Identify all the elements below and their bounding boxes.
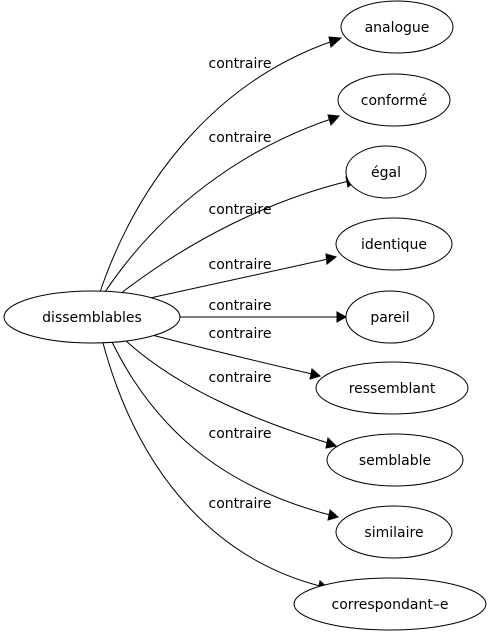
edge-label: contraire <box>209 202 272 218</box>
edge-identique: contraire <box>149 253 338 299</box>
edge-analogue: contraire <box>99 36 343 293</box>
node-label: analogue <box>365 20 430 36</box>
node-label: égal <box>371 165 401 181</box>
node-label: similaire <box>364 525 423 541</box>
node-label: pareil <box>370 310 409 326</box>
edge-label: contraire <box>209 298 272 314</box>
edge-label: contraire <box>209 426 272 442</box>
edge-ressemblant: contraire <box>151 326 322 380</box>
edge-label: contraire <box>209 326 272 342</box>
edge-label: contraire <box>209 257 272 273</box>
node-ressemblant: ressemblant <box>315 361 469 415</box>
edge-similaire: contraire <box>111 341 340 521</box>
edges: contraire contraire contraire contraire … <box>99 36 359 592</box>
node-label: ressemblant <box>349 381 436 397</box>
node-conforme: conformé <box>337 73 451 127</box>
node-label: conformé <box>361 93 427 109</box>
node-egal: égal <box>345 145 427 199</box>
edge-label: contraire <box>209 56 272 72</box>
edge-conforme: contraire <box>104 114 341 293</box>
edge-egal: contraire <box>119 176 359 295</box>
node-analogue: analogue <box>340 0 454 54</box>
node-correspondant-e: correspondant–e <box>293 577 487 631</box>
edge-semblable: contraire <box>124 339 338 449</box>
source-node: dissemblables <box>3 290 181 344</box>
edge-label: contraire <box>209 496 272 512</box>
node-identique: identique <box>335 217 453 271</box>
node-label: semblable <box>359 453 431 469</box>
edge-pareil: contraire <box>180 298 348 323</box>
node-label: identique <box>361 237 427 253</box>
node-pareil: pareil <box>345 290 435 344</box>
edge-label: contraire <box>209 130 272 146</box>
node-similaire: similaire <box>335 505 453 559</box>
target-nodes: analogue conformé égal identique pareil … <box>293 0 487 631</box>
node-semblable: semblable <box>326 433 464 487</box>
source-node-label: dissemblables <box>42 310 142 326</box>
node-label: correspondant–e <box>332 597 449 613</box>
edge-label: contraire <box>209 370 272 386</box>
